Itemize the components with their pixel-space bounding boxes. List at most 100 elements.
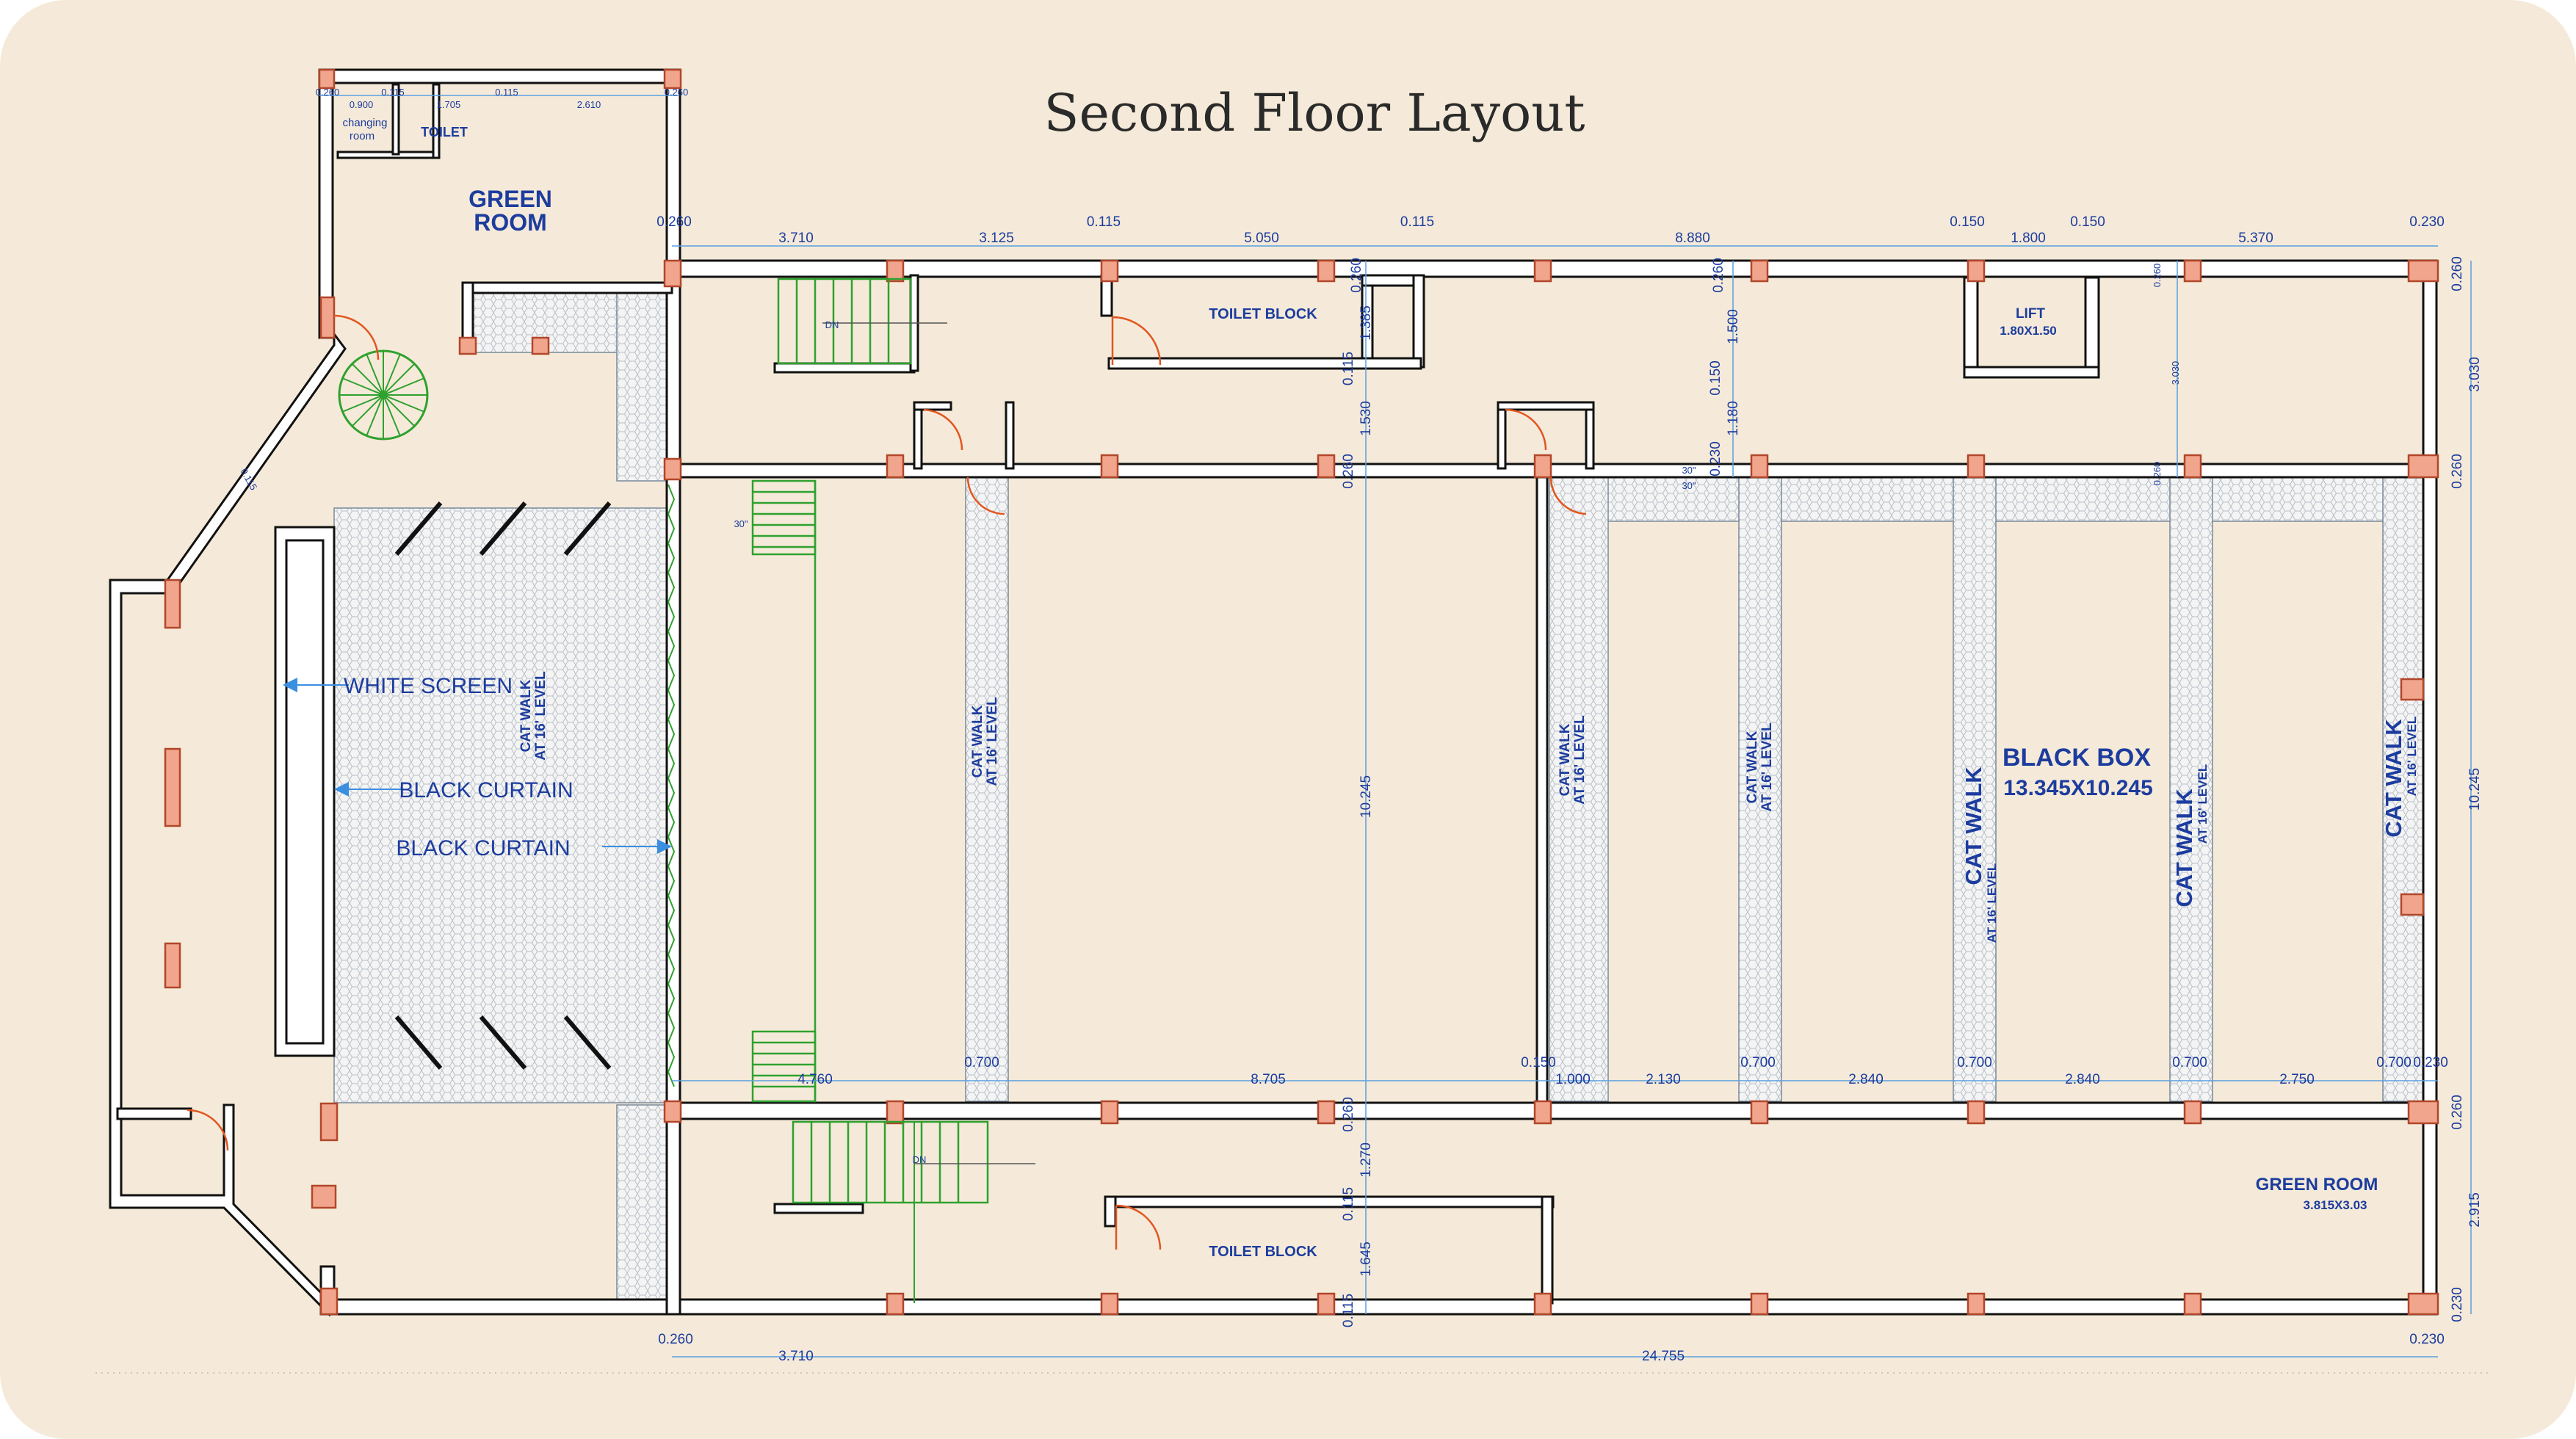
dim-vm-9: 1.645 — [1358, 1242, 1374, 1277]
dim-bot-0: 0.260 — [658, 1332, 693, 1347]
dim-gr-2: 0.115 — [381, 87, 405, 98]
dim-top-3: 0.115 — [1087, 214, 1121, 230]
dimension-texts-lift-v: 0.260 1.500 0.150 1.180 0.230 3.030 — [1708, 258, 2181, 476]
stage-floor-hatch — [333, 507, 669, 1103]
dim-top-5: 0.115 — [1400, 214, 1434, 230]
stair-dn-top: DN — [825, 319, 839, 330]
white-screen-label: WHITE SCREEN — [344, 674, 513, 698]
dim-gr-6: 0.260 — [665, 87, 689, 98]
dim-mid-9: 2.840 — [2065, 1072, 2100, 1087]
wall-stub-a — [913, 401, 923, 470]
dim-mid-10: 0.700 — [2172, 1055, 2207, 1070]
lift-label: LIFT — [2016, 306, 2045, 322]
green-room-top-line1: GREEN — [468, 186, 552, 212]
dim-right-6: 0.230 — [2450, 1287, 2465, 1322]
catwalk-hatch-e — [1953, 476, 1997, 1102]
wall-stair-top — [773, 362, 916, 374]
wall-bottom — [325, 1298, 2436, 1316]
dim-mid-1: 0.700 — [964, 1055, 999, 1070]
dim-vm-0: 0.260 — [1349, 258, 1364, 293]
columns — [164, 68, 2439, 1316]
dim-bot-2: 24.755 — [1642, 1349, 1685, 1364]
dim-top-0: 0.260 — [656, 214, 692, 230]
stair-bottom — [792, 1120, 989, 1204]
dim-top-2: 3.125 — [979, 231, 1014, 246]
wall-stub-e — [1585, 401, 1595, 470]
dim-vl-3: 1.180 — [1726, 401, 1741, 436]
dim-misc-0: 0.260 — [2152, 264, 2163, 288]
dim-right-0: 0.260 — [2450, 256, 2465, 291]
dim-mid-3: 0.150 — [1521, 1055, 1556, 1070]
curtain-zigzag — [667, 484, 676, 1087]
wall-right — [2422, 259, 2438, 1316]
catwalk-hatch-g — [2382, 476, 2426, 1102]
dim-vm-5: 10.245 — [1358, 775, 1374, 818]
dim-mid-6: 0.700 — [1740, 1055, 1776, 1070]
dim-vl-2: 0.150 — [1708, 360, 1723, 396]
dim-vl-0: 0.260 — [1711, 258, 1726, 293]
dim-right-2: 0.260 — [2450, 454, 2465, 489]
toilet-label: TOILET — [421, 125, 468, 139]
wall-tb-top-right — [1412, 274, 1425, 369]
catwalk-g-line2: AT 16' LEVEL — [2405, 717, 2419, 797]
black-curtain-label-1: BLACK CURTAIN — [399, 778, 573, 802]
dim-top-9: 0.150 — [2070, 214, 2105, 230]
doors — [187, 314, 1587, 1250]
dim-top-1: 3.710 — [778, 231, 814, 246]
wall-tb-bottom-top — [1104, 1195, 1555, 1208]
dim-vm-10: 0.115 — [1341, 1294, 1356, 1327]
catwalk-b-line2: AT 16' LEVEL — [985, 697, 1000, 786]
wall-tb-top-bottom — [1107, 357, 1422, 370]
dimension-texts: 0.260 3.710 3.125 0.115 5.050 0.115 8.88… — [316, 87, 2448, 1364]
dim-right-1: 3.030 — [2467, 357, 2483, 392]
dim-right-4: 0.260 — [2450, 1095, 2465, 1130]
changing-room-line2: room — [350, 130, 375, 142]
wall-upper-corridor — [670, 463, 2436, 479]
dim-mid-0: 4.760 — [797, 1072, 833, 1087]
dim-misc-3: 30" — [734, 518, 748, 529]
dim-mid-13: 0.230 — [2413, 1055, 2448, 1070]
wall-stub-c — [913, 401, 952, 411]
changing-room-line1: changing — [343, 117, 388, 129]
catwalk-f-line1: CAT WALK — [2171, 789, 2197, 907]
dim-top-6: 8.880 — [1675, 231, 1710, 246]
catwalk-labels: CAT WALK AT 16' LEVEL CAT WALK AT 16' LE… — [518, 671, 2419, 943]
dim-right-3: 10.245 — [2467, 768, 2483, 811]
catwalk-c-line1: CAT WALK — [1557, 723, 1573, 796]
dim-mid-12: 0.700 — [2376, 1055, 2412, 1070]
dimension-texts-right: 0.260 3.030 0.260 10.245 0.260 2.915 0.2… — [2450, 256, 2483, 1322]
green-room-top-line2: ROOM — [474, 209, 547, 236]
screen-frame-inner — [285, 539, 325, 1045]
dim-vm-2: 0.115 — [1341, 352, 1356, 385]
dim-lift-v: 3.030 — [2170, 361, 2181, 385]
wall-toilet-div — [432, 83, 441, 159]
wall-changing-div — [391, 83, 400, 156]
dimension-texts-middle-v: 0.260 1.385 0.115 1.530 0.260 10.245 0.2… — [1341, 258, 1374, 1327]
wall-lift-bottom — [1963, 366, 2100, 379]
wall-gr-top — [318, 68, 681, 84]
lift-size-label: 1.80X1.50 — [2000, 324, 2057, 338]
wall-tb-bottom-left — [1104, 1195, 1117, 1228]
dim-top-10: 5.370 — [2238, 231, 2273, 246]
green-room-br-size-label: 3.815X3.03 — [2304, 1198, 2367, 1212]
dim-gr-1: 0.900 — [350, 99, 374, 110]
dim-vl-1: 1.500 — [1726, 309, 1741, 344]
dim-vm-1: 1.385 — [1358, 305, 1374, 341]
wall-lift-left — [1963, 276, 1979, 378]
dim-misc-5: 30" — [1682, 480, 1696, 491]
catwalk-hatch-c — [1549, 476, 1609, 1102]
wall-top — [670, 259, 2436, 278]
dimension-lines — [95, 95, 2489, 1374]
dim-right-5: 2.915 — [2467, 1192, 2483, 1228]
catwalk-e-line1: CAT WALK — [1961, 766, 1986, 885]
catwalk-hatch-a — [965, 476, 1009, 1102]
wall-stub-d — [1497, 401, 1507, 470]
dim-vm-7: 1.270 — [1358, 1142, 1374, 1178]
gr-side-hatch — [616, 286, 669, 482]
dim-misc-1: 0.260 — [2152, 462, 2163, 486]
wall-gr-inner — [461, 281, 673, 294]
catwalk-f-line2: AT 16' LEVEL — [2196, 764, 2210, 844]
catwalk-g-line1: CAT WALK — [2381, 719, 2406, 838]
room-labels: GREEN ROOM changing room TOILET TOILET B… — [343, 117, 2378, 1260]
dim-mid-5: 2.130 — [1646, 1072, 1681, 1087]
